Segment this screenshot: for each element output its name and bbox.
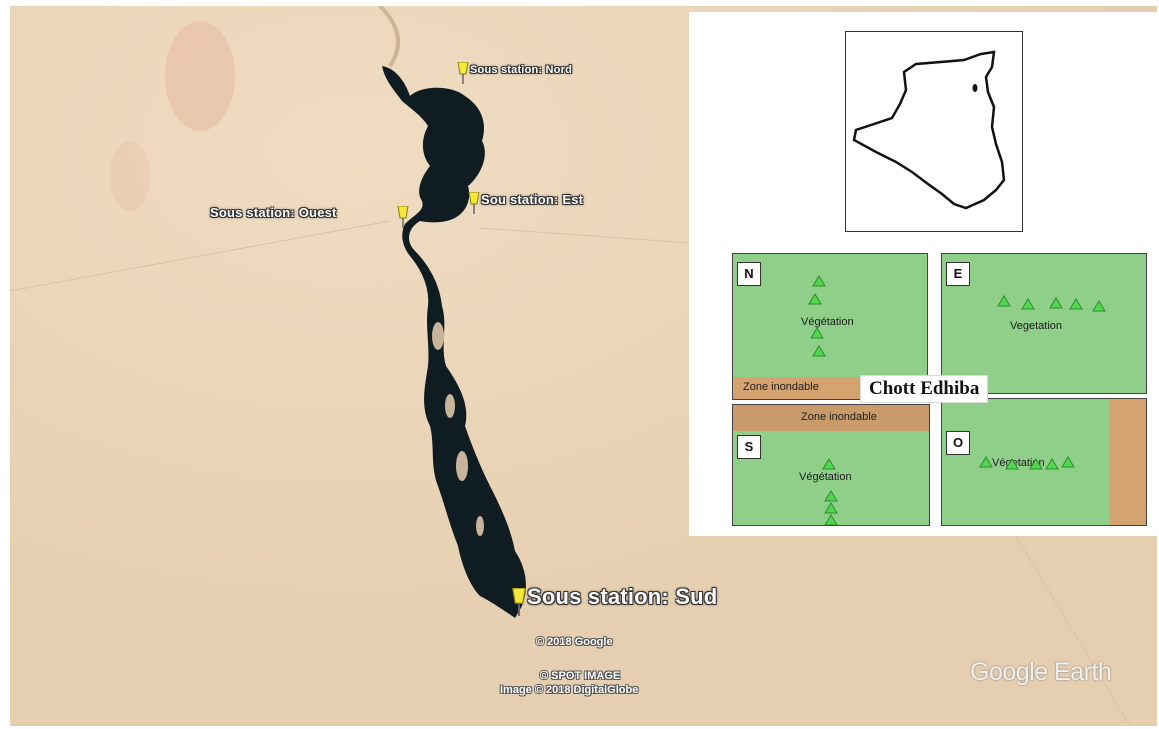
credit-google: © 2018 Google [536,636,613,648]
station-label-est[interactable]: Sou station: Est [481,192,584,207]
island [432,322,444,350]
panel-label: O [946,431,970,455]
island [445,394,455,418]
algeria-outline-icon [852,50,1006,210]
marker-group [822,458,838,525]
panel-sud: Zone inondable S Végétation [732,404,930,526]
island [456,451,468,481]
algeria-outline-box [845,31,1023,232]
water-body [382,66,526,618]
panel-ouest: O Végetation [941,398,1147,526]
vegetation-label: Vegetation [1010,320,1062,332]
credit-spot: © SPOT IMAGE [540,670,621,682]
station-label-sud[interactable]: Sous station: Sud [527,584,718,609]
panel-label: S [737,435,761,459]
wadi-channel [378,6,400,68]
pin-icon[interactable] [456,62,470,84]
pin-icon[interactable] [396,206,410,228]
marker-group [997,295,1106,312]
site-title: Chott Edhiba [860,375,989,403]
island [476,516,484,536]
flood-zone-label: Zone inondable [801,411,877,423]
flood-zone [733,405,929,431]
vegetation-label: Végétation [801,316,854,328]
flood-zone-label: Zone inondable [743,381,819,393]
flood-zone [1110,399,1146,525]
credit-digitalglobe: Image © 2018 DigitalGlobe [500,684,639,696]
panel-label: N [737,262,761,286]
station-label-nord[interactable]: Sous station: Nord [470,64,572,76]
pin-icon[interactable] [510,588,528,616]
inset-panel: N Végétation Zone inondable E Vegetation… [689,12,1158,536]
reddish-patch [165,21,235,131]
panel-label: E [946,262,970,286]
marker-group [979,456,1075,470]
panel-est: E Vegetation [941,253,1147,394]
vegetation-label: Végétation [799,471,852,483]
reddish-patch [110,141,150,211]
track-line [10,220,391,292]
pin-icon[interactable] [467,192,481,214]
station-label-ouest[interactable]: Sous station: Ouest [210,205,337,220]
google-earth-logo: Google Earth [970,658,1112,686]
marker-group [808,275,826,357]
track-line [1009,525,1131,726]
